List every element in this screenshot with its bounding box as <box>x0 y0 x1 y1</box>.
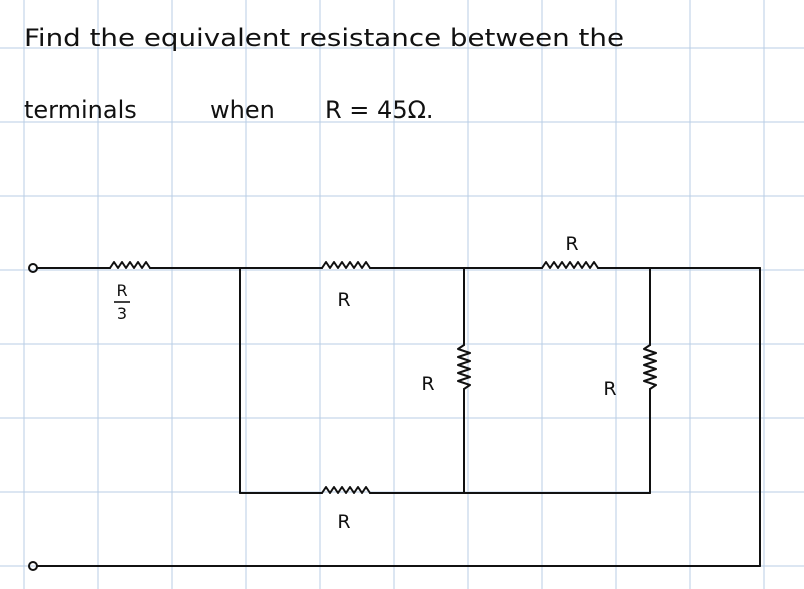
label-r-vertical-middle: R <box>421 373 434 395</box>
resistor-top-right <box>541 261 599 269</box>
circuit-wires <box>28 261 761 571</box>
problem-line-2-terminals: terminals <box>24 96 137 124</box>
resistor-top-middle <box>321 261 371 269</box>
problem-line-2-value: R = 45Ω. <box>325 96 434 124</box>
label-r-top-right: R <box>565 233 578 255</box>
label-r-third-numerator: R <box>116 281 127 300</box>
terminal-top <box>28 263 38 273</box>
resistor-vertical-right <box>643 344 657 390</box>
label-r-third-denominator: 3 <box>117 304 127 323</box>
label-r-vertical-right: R <box>603 378 616 400</box>
resistor-bottom <box>321 486 371 494</box>
resistor-r-third <box>109 261 151 269</box>
problem-line-1: Find the equivalent resistance between t… <box>24 24 624 52</box>
resistor-vertical-middle <box>457 344 471 390</box>
label-r-bottom: R <box>337 511 350 533</box>
label-r-top-middle: R <box>337 289 350 311</box>
problem-line-2-when: when <box>210 96 275 124</box>
